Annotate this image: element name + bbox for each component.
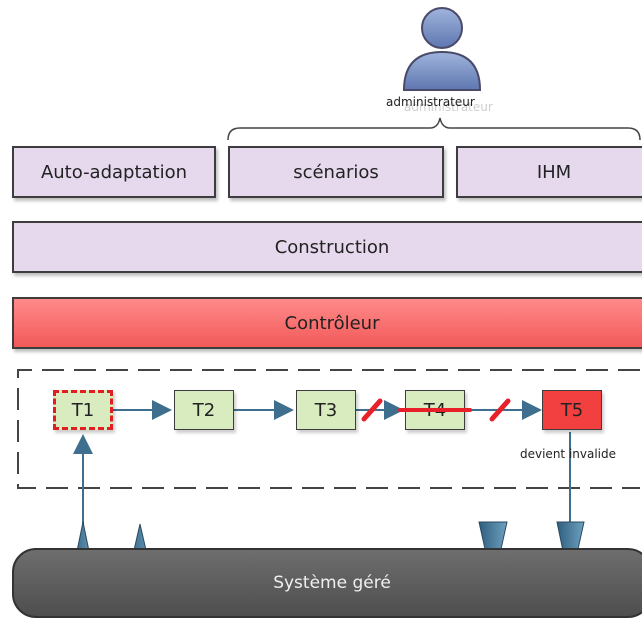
auto-adaptation-box: Auto-adaptation [12,146,216,198]
person-icon [402,7,482,91]
break-mark-2 [489,398,511,422]
ihm-box: IHM [456,146,642,198]
task-t1: T1 [53,390,113,430]
scenarios-box: scénarios [228,146,444,198]
controleur-box: Contrôleur [12,297,642,349]
invalid-note: devient invalide [520,447,617,461]
construction-box: Construction [12,221,642,273]
systeme-gere-bar: Système géré [12,548,642,618]
task-t5: T5 [542,390,602,430]
break-mark-1 [361,398,383,422]
brace [227,117,641,141]
task-container [17,369,640,489]
task-t3: T3 [296,390,356,430]
task-t2: T2 [174,390,234,430]
admin-label: administrateur [386,95,475,109]
